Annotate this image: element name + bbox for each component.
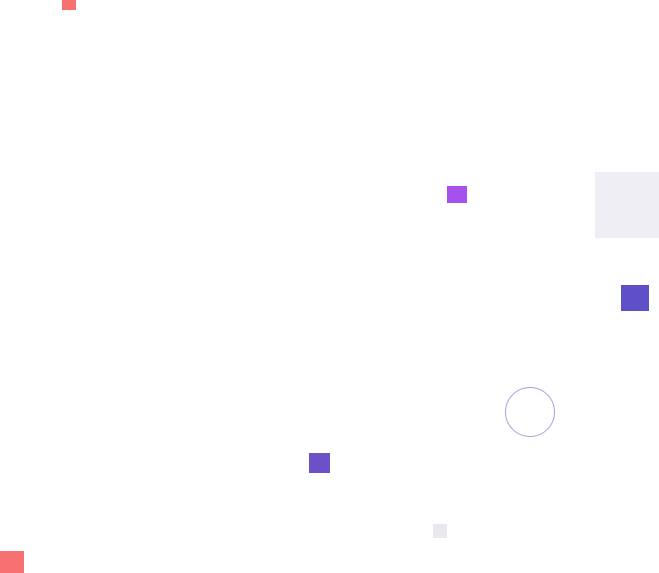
top-left-salmon-square: [62, 0, 76, 10]
violet-square: [447, 186, 467, 203]
center-indigo-square: [309, 453, 330, 473]
bottom-left-salmon-square: [0, 551, 24, 573]
outlined-circle: [505, 387, 555, 437]
right-edge-indigo-square: [621, 285, 649, 311]
right-edge-light-panel: [595, 172, 659, 238]
small-pale-gray-square: [433, 524, 447, 538]
